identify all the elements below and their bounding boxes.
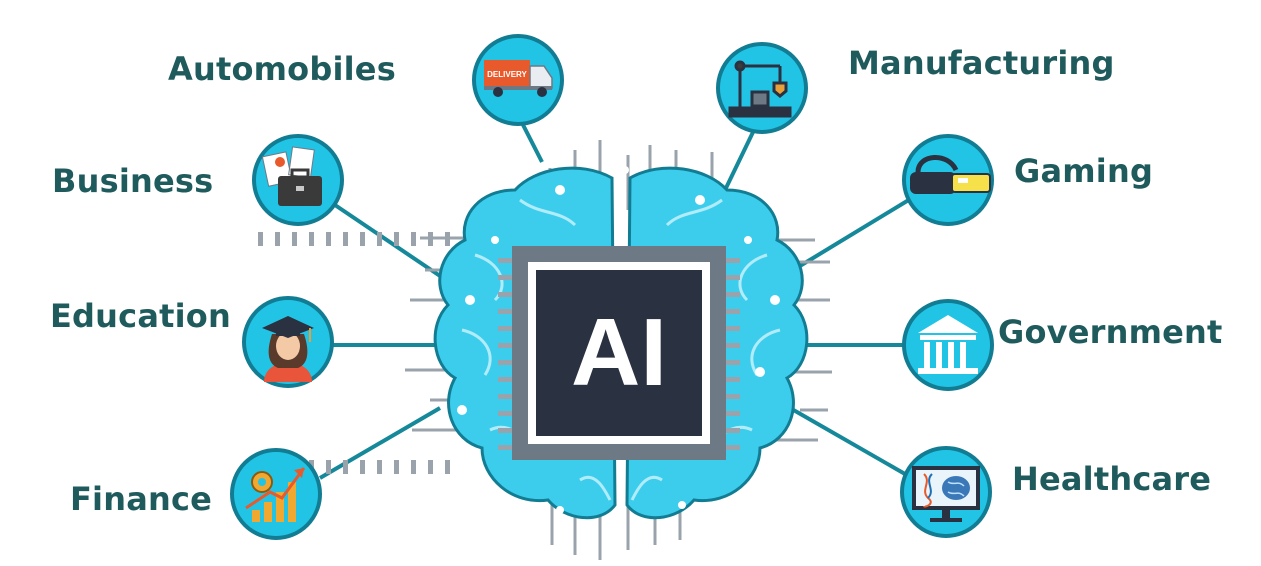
chip-pin [726, 292, 740, 297]
chip-pin [498, 377, 512, 382]
chip-pin [498, 275, 512, 280]
chip-pin [726, 377, 740, 382]
graduate-icon [262, 316, 314, 382]
connector-business [330, 201, 448, 282]
chip-pin [428, 232, 433, 246]
chip-pin [394, 232, 399, 246]
chip-pin [726, 394, 740, 399]
chip-pin [726, 343, 740, 348]
chip-pin [498, 292, 512, 297]
chip-pin [411, 232, 416, 246]
growth-chart-icon [245, 467, 306, 522]
chip-pin [309, 232, 314, 246]
label-finance: Finance [70, 480, 213, 518]
chip-pin [726, 309, 740, 314]
chip-core [536, 270, 702, 436]
chip-pin [726, 445, 740, 450]
chip-pin [726, 275, 740, 280]
chip-pin [498, 326, 512, 331]
chip-pin [360, 232, 365, 246]
chip-pin [292, 232, 297, 246]
chip-pin [411, 460, 416, 474]
label-automobiles: Automobiles [168, 50, 396, 88]
label-gaming: Gaming [1014, 152, 1154, 190]
briefcase-icon [261, 146, 322, 206]
chip-pin [377, 460, 382, 474]
chip-pin [445, 460, 450, 474]
robotic-arm-icon [728, 60, 792, 118]
chip-pin [258, 232, 263, 246]
chip-pin [360, 460, 365, 474]
connector-manufacturing [724, 127, 757, 189]
label-government: Government [998, 313, 1223, 351]
chip-pin [326, 232, 331, 246]
label-education: Education [50, 297, 231, 335]
chip-pin [498, 428, 512, 433]
label-healthcare: Healthcare [1012, 460, 1212, 498]
chip-pin [445, 232, 450, 246]
chip-pin [394, 460, 399, 474]
chip-pin [498, 445, 512, 450]
vr-headset-icon [910, 155, 991, 194]
chip-pin [726, 360, 740, 365]
delivery-truck-icon: DELIVERY [484, 60, 553, 97]
connector-gaming [788, 196, 914, 274]
government-building-icon [918, 315, 978, 374]
chip-pin [343, 460, 348, 474]
ai-chip: AI [512, 246, 726, 460]
node-government[interactable] [902, 299, 994, 391]
chip-pin [343, 232, 348, 246]
node-business[interactable] [252, 134, 344, 226]
chip-pin [498, 343, 512, 348]
chip-pin [498, 309, 512, 314]
chip-pin [726, 411, 740, 416]
label-business: Business [52, 162, 214, 200]
chip-pin [498, 411, 512, 416]
chip-pin [377, 232, 382, 246]
node-finance[interactable] [230, 448, 322, 540]
chip-pin [498, 258, 512, 263]
chip-pin [275, 232, 280, 246]
chip-pin [726, 326, 740, 331]
chip-pin [428, 460, 433, 474]
node-gaming[interactable] [902, 134, 994, 226]
chip-pin [498, 394, 512, 399]
node-manufacturing[interactable] [716, 42, 808, 134]
chip-label: AI [571, 299, 667, 406]
node-automobiles[interactable]: DELIVERY [472, 34, 564, 126]
chip-pin [498, 360, 512, 365]
connector-healthcare [789, 406, 913, 480]
connector-finance [318, 406, 442, 480]
connector-lines [318, 114, 914, 480]
label-manufacturing: Manufacturing [848, 44, 1115, 82]
node-healthcare[interactable] [900, 446, 992, 538]
chip-pin [726, 258, 740, 263]
chip-pin [326, 460, 331, 474]
svg-text:DELIVERY: DELIVERY [487, 70, 527, 79]
node-education[interactable] [242, 296, 334, 388]
medical-monitor-icon [912, 466, 980, 522]
chip-pin [726, 428, 740, 433]
